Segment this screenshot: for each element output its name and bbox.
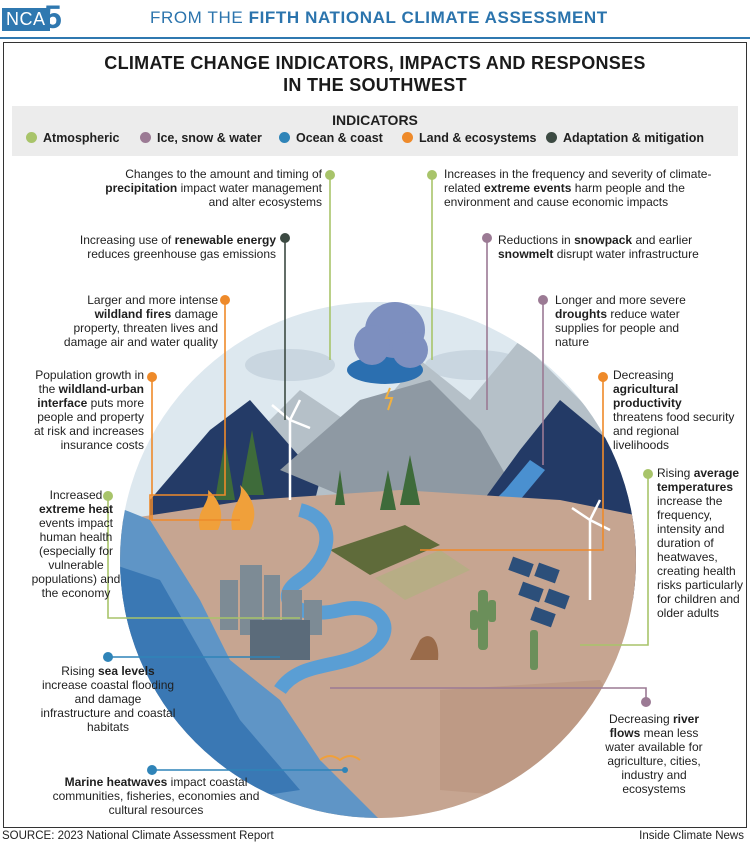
note-wildland-urban: Population growth in the wildland-urban …	[33, 368, 144, 452]
page-title: CLIMATE CHANGE INDICATORS, IMPACTS AND R…	[0, 52, 750, 96]
wind-turbines	[271, 399, 611, 600]
note-renewable-energy: Increasing use of renewable energy reduc…	[79, 233, 276, 261]
legend-item-atmospheric: Atmospheric	[26, 131, 119, 149]
leader-dots	[103, 170, 653, 775]
leader-lines	[107, 175, 649, 771]
cacti	[470, 590, 538, 670]
source-credit: SOURCE: 2023 National Climate Assessment…	[2, 830, 274, 842]
header-bold: FIFTH NATIONAL CLIMATE ASSESSMENT	[248, 8, 608, 27]
logo-number: 5	[44, 0, 62, 35]
ocean-dot-icon	[279, 132, 290, 143]
storm-cloud	[347, 302, 428, 411]
trees	[215, 430, 420, 510]
note-precipitation: Changes to the amount and timing of prec…	[105, 167, 322, 209]
note-sea-levels: Rising sea levels increase coastal flood…	[40, 664, 176, 734]
note-snowpack: Reductions in snowpack and earlier snowm…	[498, 233, 699, 261]
ice-dot-icon	[140, 132, 151, 143]
atmospheric-dot-icon	[26, 132, 37, 143]
river	[274, 503, 392, 695]
note-agriculture: Decreasing agricultural productivity thr…	[613, 368, 735, 452]
legend-item-ocean: Ocean & coast	[279, 131, 383, 149]
legend-item-ice: Ice, snow & water	[140, 131, 262, 149]
header-subtitle: FROM THE FIFTH NATIONAL CLIMATE ASSESSME…	[150, 8, 608, 28]
adaptation-dot-icon	[546, 132, 557, 143]
header-rule	[0, 37, 750, 39]
note-extreme-heat: Increased extreme heat events impact hum…	[31, 488, 121, 600]
title-line-1: CLIMATE CHANGE INDICATORS, IMPACTS AND R…	[104, 53, 646, 73]
note-marine-heatwaves: Marine heatwaves impact coastal communit…	[52, 775, 260, 817]
solar-panels	[508, 556, 570, 628]
farm-field-2	[375, 550, 470, 600]
legend-item-adaptation: Adaptation & mitigation	[546, 131, 704, 149]
farm-field-1	[330, 525, 440, 575]
note-droughts: Longer and more severe droughts reduce w…	[555, 293, 686, 349]
title-line-2: IN THE SOUTHWEST	[283, 75, 467, 95]
legend-box	[12, 106, 738, 156]
publisher-credit: Inside Climate News	[639, 830, 744, 842]
land-dot-icon	[402, 132, 413, 143]
legend-title: INDICATORS	[332, 112, 418, 128]
header-prefix: FROM THE	[150, 8, 244, 27]
heatwave-marks	[319, 755, 361, 762]
logo-text: NCA	[2, 8, 50, 31]
shrub	[410, 636, 439, 660]
legend-item-land: Land & ecosystems	[402, 131, 536, 149]
note-extreme-events: Increases in the frequency and severity …	[444, 167, 712, 209]
cloud-left	[245, 349, 335, 381]
note-average-temperatures: Rising average temperatures increase the…	[657, 466, 744, 620]
note-wildland-fires: Larger and more intense wildland fires d…	[63, 293, 218, 349]
note-river-flows: Decreasing river flows mean less water a…	[605, 712, 703, 796]
header-bar: NCA 5 FROM THE FIFTH NATIONAL CLIMATE AS…	[0, 0, 750, 40]
